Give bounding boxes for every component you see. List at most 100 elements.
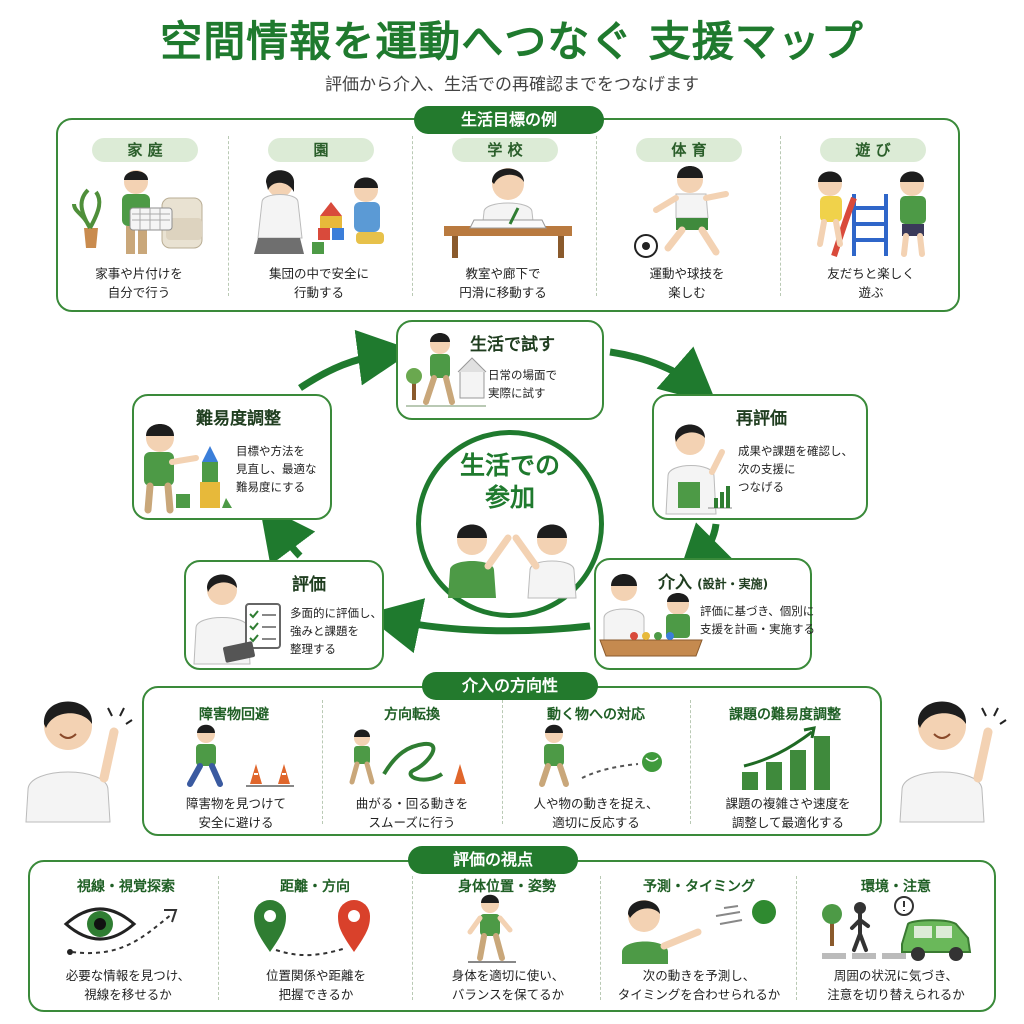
caption-line: 把握できるか <box>278 987 354 1002</box>
step-line: 難易度にする <box>236 480 306 494</box>
step-line: 多面的に評価し、 <box>290 606 382 620</box>
direction-head-moving: 動く物への対応 <box>547 707 645 723</box>
standing-child-icon <box>467 894 516 963</box>
pe-soccer-illustration <box>634 166 729 258</box>
direction-head-turn: 方向転換 <box>384 707 440 723</box>
life-goals-label: 生活目標の例 <box>414 106 604 134</box>
direction-head-difficulty: 課題の難易度調整 <box>729 707 841 723</box>
step-eval-text: 多面的に評価し、 強みと課題を 整理する <box>290 604 382 658</box>
goal-tag-nursery: 園 <box>268 138 374 162</box>
center-line: 生活での <box>459 451 560 480</box>
goal-tag-pe: 体 育 <box>636 138 742 162</box>
viewpoint-head-timing: 予測・タイミング <box>643 879 755 895</box>
viewpoints-panel <box>28 860 996 1012</box>
divider <box>502 700 503 824</box>
obstacle-avoid-icon <box>187 724 294 787</box>
caption-line: 障害物を見つけて <box>185 796 286 811</box>
evaluator-clipboard-icon <box>193 574 281 665</box>
page-subtitle: 評価から介入、生活での再確認までをつなげます <box>325 75 699 95</box>
school-desk-illustration <box>444 168 572 258</box>
divider <box>412 136 413 296</box>
divider <box>218 876 219 1000</box>
viewpoints-label: 評価の視点 <box>408 846 578 874</box>
caption-line: 注意を切り替えられるか <box>827 987 965 1002</box>
divider <box>412 876 413 1000</box>
caption-line: 家事や片付けを <box>95 266 183 281</box>
caption-line: タイミングを合わせられるか <box>617 987 781 1002</box>
direction-caption-turn: 曲がる・回る動きを スムーズに行う <box>332 794 492 832</box>
direction-change-icon <box>349 729 466 785</box>
viewpoint-caption-distance: 位置関係や距離を 把握できるか <box>226 966 406 1004</box>
step-line: 日常の場面で <box>488 368 557 382</box>
teacher-pointing-icon <box>665 424 732 515</box>
step-reeval-text: 成果や課題を確認し、 次の支援に つなげる <box>738 442 853 496</box>
caption-line: 人や物の動きを捉え、 <box>533 796 659 811</box>
step-try-text: 日常の場面で 実際に試す <box>488 366 557 402</box>
page-title: 空間情報を運動へつなぐ 支援マップ <box>160 17 864 66</box>
step-try-title: 生活で試す <box>470 335 555 355</box>
divider <box>322 700 323 824</box>
caption-line: 曲がる・回る動きを <box>355 796 469 811</box>
divider <box>596 136 597 296</box>
viewpoint-head-gaze: 視線・視覚探索 <box>77 879 175 895</box>
caption-line: 調整して最適化する <box>731 815 845 830</box>
child-stacking-blocks-icon <box>144 424 232 514</box>
direction-caption-moving: 人や物の動きを捉え、 適切に反応する <box>506 794 686 832</box>
caption-line: 次の動きを予測し、 <box>642 968 756 983</box>
step-line: 成果や課題を確認し、 <box>738 444 853 458</box>
step-adjust-title: 難易度調整 <box>196 409 281 429</box>
caption-line: 課題の複雑さや速度を <box>725 796 851 811</box>
caption-line: 位置関係や距離を <box>265 968 366 983</box>
caption-line: 円滑に移動する <box>459 285 547 300</box>
goal-tag-school: 学 校 <box>452 138 558 162</box>
goal-caption-school: 教室や廊下で 円滑に移動する <box>428 264 578 302</box>
caption-line: 楽しむ <box>668 285 706 300</box>
directions-label: 介入の方向性 <box>422 672 598 700</box>
caption-line: 友だちと楽しく <box>827 266 915 281</box>
step-line: 実際に試す <box>488 386 546 400</box>
caption-line: スムーズに行う <box>368 815 456 830</box>
viewpoint-caption-timing: 次の動きを予測し、 タイミングを合わせられるか <box>604 966 794 1004</box>
center-line: 参加 <box>484 483 535 512</box>
step-intervene-sub: (設計・実施) <box>697 577 769 591</box>
center-title: 生活での 参加 <box>416 450 604 514</box>
step-adjust-text: 目標や方法を 見直し、最適な 難易度にする <box>236 442 317 496</box>
difficulty-bars-icon <box>742 726 830 790</box>
goal-caption-pe: 運動や球技を 楽しむ <box>612 264 762 302</box>
step-line: 支援を計画・実施する <box>700 622 815 636</box>
caption-line: 自分で行う <box>107 285 171 300</box>
caption-line: 行動する <box>293 285 344 300</box>
direction-caption-difficulty: 課題の複雑さや速度を 調整して最適化する <box>698 794 878 832</box>
viewpoint-head-environment: 環境・注意 <box>861 879 931 895</box>
step-intervene-heading: 介入 (設計・実施) <box>658 568 768 593</box>
caption-line: 必要な情報を見つけ、 <box>65 968 191 983</box>
step-line: 評価に基づき、個別に <box>700 604 815 618</box>
walking-child-icon <box>406 333 487 407</box>
viewpoint-caption-posture: 身体を適切に使い、 バランスを保てるか <box>418 966 598 1004</box>
direction-head-obstacle: 障害物回避 <box>199 707 269 723</box>
map-pin-icon <box>254 900 370 957</box>
step-intervene-title: 介入 <box>658 573 692 593</box>
teacher-left-illustration <box>25 701 133 823</box>
direction-caption-obstacle: 障害物を見つけて 安全に避ける <box>156 794 316 832</box>
step-line: 見直し、最適な <box>236 462 317 476</box>
home-chores-illustration <box>72 170 203 254</box>
divider <box>796 876 797 1000</box>
goal-caption-nursery: 集団の中で安全に 行動する <box>244 264 394 302</box>
goal-caption-play: 友だちと楽しく 遊ぶ <box>796 264 946 302</box>
nursery-blocks-illustration <box>254 170 384 254</box>
step-reeval-title: 再評価 <box>736 409 787 429</box>
step-line: 次の支援に <box>738 462 796 476</box>
step-line: 目標や方法を <box>236 444 305 458</box>
high-five-illustration <box>448 524 577 599</box>
caption-line: 運動や球技を <box>649 266 725 281</box>
caption-line: 遊ぶ <box>858 285 884 300</box>
divider <box>228 136 229 296</box>
goal-caption-home: 家事や片付けを 自分で行う <box>64 264 214 302</box>
caption-line: 周囲の状況に気づき、 <box>833 968 959 983</box>
divider <box>600 876 601 1000</box>
caption-line: バランスを保てるか <box>451 987 565 1002</box>
divider <box>780 136 781 296</box>
caption-line: 視線を移せるか <box>84 987 172 1002</box>
goal-tag-play: 遊 び <box>820 138 926 162</box>
